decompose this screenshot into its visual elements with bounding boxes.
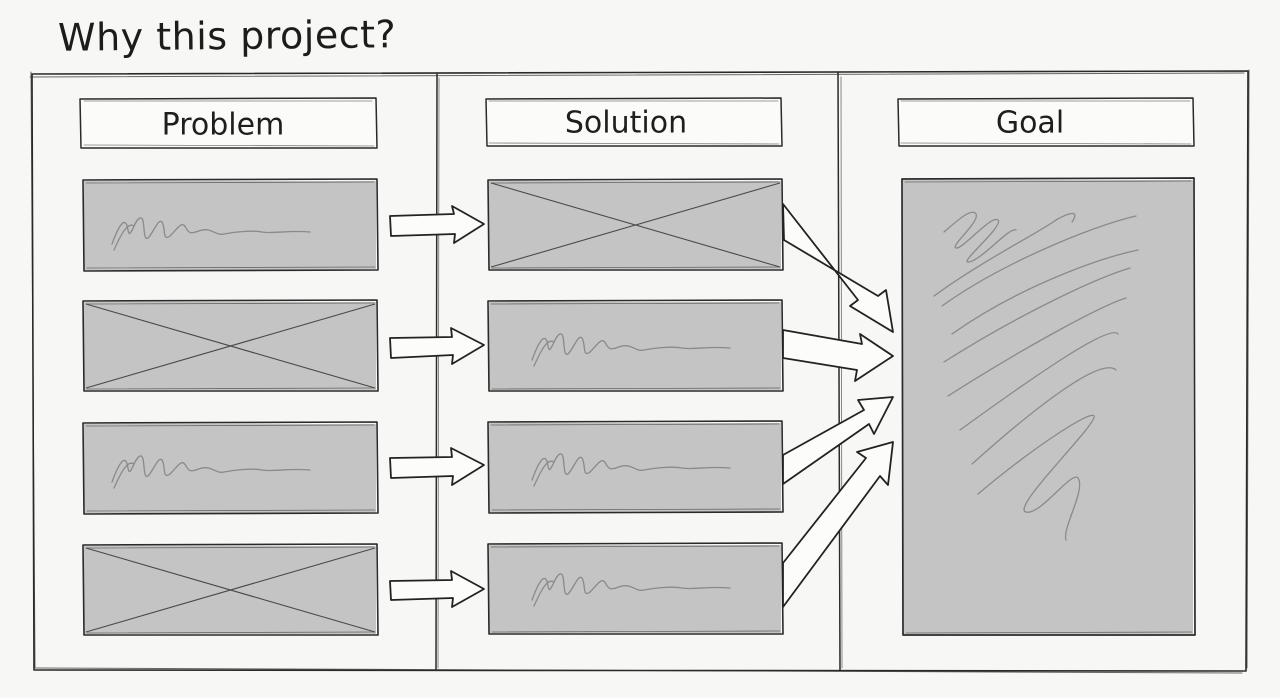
solution-box-4: [487, 542, 784, 635]
problem-box-4: [82, 543, 379, 636]
arrow-solution-to-goal-1: [782, 203, 894, 333]
arrow-problem-to-solution-4: [389, 570, 485, 608]
header-solution: Solution: [485, 97, 783, 147]
image-placeholder-cross: [490, 182, 781, 268]
problem-label: Problem: [162, 108, 285, 143]
goal-label: Goal: [996, 106, 1064, 141]
solution-box-1: [487, 178, 784, 271]
problem-box-1: [82, 178, 379, 272]
column-dividers: [435, 72, 843, 671]
arrow-problem-to-solution-3: [389, 447, 485, 486]
solution-box-2: [487, 299, 784, 392]
arrow-solution-to-goal-2: [782, 329, 894, 382]
arrow-solution-to-goal-3: [782, 396, 894, 485]
arrow-problem-to-solution-2: [389, 327, 485, 365]
arrow-problem-to-solution-1: [389, 205, 485, 244]
image-placeholder-cross: [85, 547, 376, 633]
solution-box-3: [487, 420, 784, 514]
header-goal: Goal: [897, 97, 1195, 147]
problem-box-2: [82, 299, 379, 392]
image-placeholder-cross: [85, 303, 376, 389]
goal-box: [901, 177, 1196, 636]
arrow-solution-to-goal-4: [782, 441, 894, 608]
solution-label: Solution: [565, 106, 687, 141]
header-problem: Problem: [79, 97, 378, 149]
problem-box-3: [82, 421, 379, 515]
text-scribble: [933, 211, 1139, 541]
outer-frame: [29, 69, 1250, 674]
